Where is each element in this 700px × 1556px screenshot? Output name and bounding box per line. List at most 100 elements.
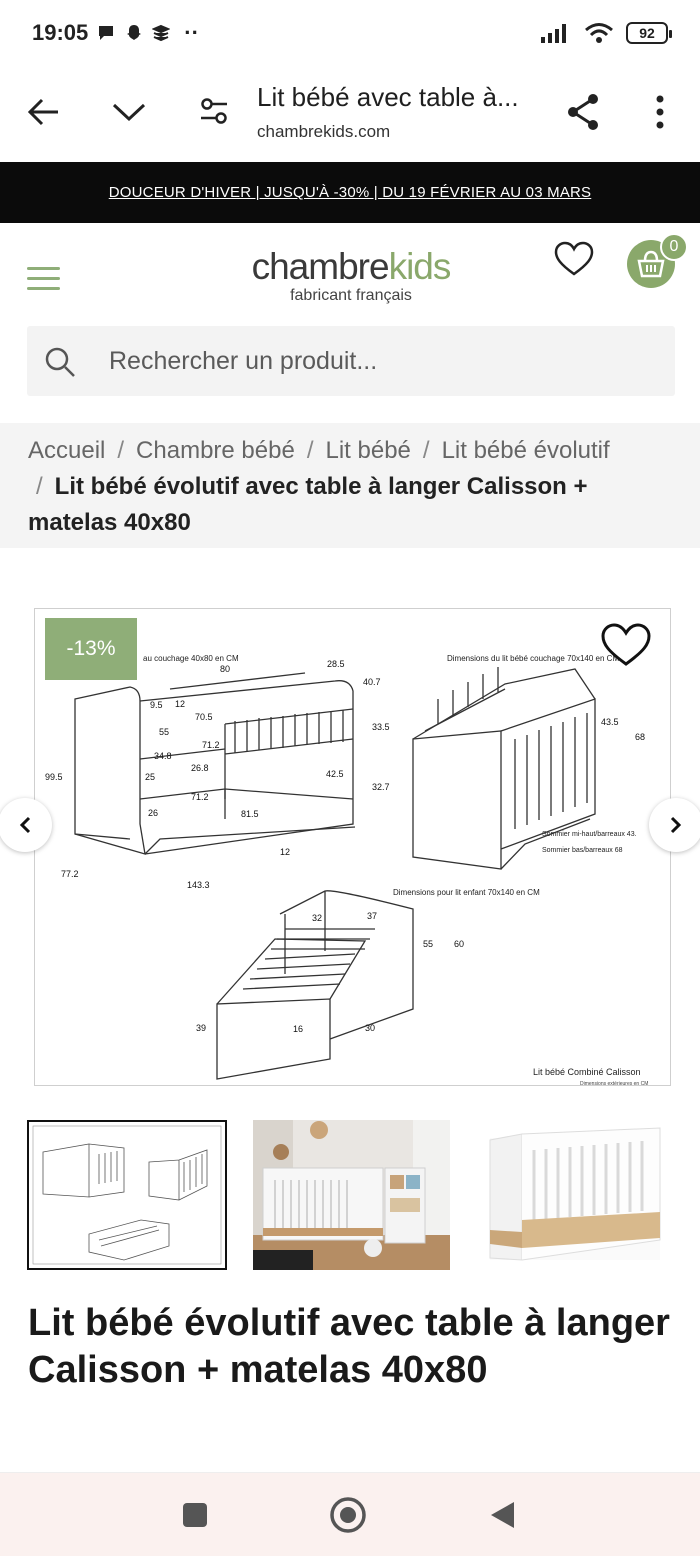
battery-level: 92 — [639, 25, 655, 41]
measure-26: 60 — [454, 939, 464, 949]
site-logo[interactable]: chambrekids fabricant français — [246, 247, 456, 305]
heart-icon — [601, 623, 651, 666]
breadcrumb-item-lit-evolutif[interactable]: Lit bébé évolutif — [441, 437, 610, 464]
measure-9: 26.8 — [191, 763, 209, 773]
label-footer-sub: Dimensions extérieures en CM — [580, 1081, 648, 1087]
site-settings-button[interactable] — [197, 94, 231, 128]
breadcrumb-item-chambre-bebe[interactable]: Chambre bébé — [136, 437, 295, 464]
page-title[interactable]: Lit bébé avec table à... — [257, 82, 519, 112]
breadcrumb-separator: / — [117, 437, 125, 464]
measure-labels: 80 28.5 40.7 9.5 12 70.5 55 71.2 34.8 26… — [45, 659, 645, 1034]
square-icon — [183, 1503, 207, 1527]
cart-button[interactable] — [627, 240, 675, 288]
image-wishlist-button[interactable] — [600, 622, 652, 670]
battery-icon: 92 — [626, 22, 672, 44]
notification-icons: ·· — [96, 20, 199, 46]
more-vertical-icon — [656, 95, 664, 129]
product-main-image[interactable]: au couchage 40x80 en CM Dimensions du li… — [34, 608, 671, 1087]
label-dims-enfant: Dimensions pour lit enfant 70x140 en CM — [393, 888, 540, 897]
breadcrumb-item-home[interactable]: Accueil — [28, 437, 106, 464]
measure-21: 43.5 — [601, 717, 619, 727]
measure-14: 99.5 — [45, 772, 63, 782]
measure-11: 33.5 — [372, 722, 390, 732]
measure-5: 70.5 — [195, 712, 213, 722]
circle-home-icon — [330, 1497, 366, 1533]
measure-0: 80 — [220, 664, 230, 674]
collapse-button[interactable] — [110, 96, 148, 128]
triangle-back-icon — [491, 1502, 514, 1528]
discount-badge: -13% — [45, 618, 137, 680]
cart-count-badge: 0 — [660, 233, 688, 261]
thumbnail-dimensions[interactable] — [27, 1120, 227, 1270]
recents-button[interactable] — [175, 1495, 215, 1535]
measure-2: 40.7 — [363, 677, 381, 687]
status-right: 92 — [540, 22, 672, 44]
measure-17: 81.5 — [241, 809, 259, 819]
measure-16: 26 — [148, 808, 158, 818]
measure-23: 32 — [312, 913, 322, 923]
measure-24: 37 — [367, 911, 377, 921]
measure-19: 77.2 — [61, 869, 79, 879]
layers-icon — [152, 24, 171, 42]
wishlist-button[interactable] — [554, 241, 594, 279]
signal-icon — [541, 24, 566, 43]
measure-7: 71.2 — [202, 740, 220, 750]
measure-15: 71.2 — [191, 792, 209, 802]
search-input[interactable] — [109, 326, 659, 396]
menu-button[interactable] — [27, 267, 60, 291]
share-button[interactable] — [563, 92, 603, 132]
measure-3: 9.5 — [150, 700, 163, 710]
back-button[interactable] — [26, 94, 62, 130]
measure-20: 143.3 — [187, 880, 210, 890]
hamburger-icon-bar — [27, 277, 60, 280]
logo-main-text: chambre — [251, 246, 390, 287]
promo-banner[interactable]: DOUCEUR D'HIVER | JUSQU'À -30% | DU 19 F… — [0, 162, 700, 223]
promo-text[interactable]: DOUCEUR D'HIVER | JUSQU'À -30% | DU 19 F… — [108, 184, 592, 201]
breadcrumb-current: Lit bébé évolutif avec table à langer Ca… — [28, 473, 588, 536]
tune-icon — [201, 98, 227, 124]
chat-bubble-icon — [99, 26, 114, 40]
measure-25: 55 — [423, 939, 433, 949]
label-sommier-mi: Sommier mi-haut/barreaux 43. — [542, 831, 637, 838]
child-bed-drawing — [216, 890, 414, 1080]
dimension-drawing: au couchage 40x80 en CM Dimensions du li… — [45, 654, 648, 1087]
thumbnail-dimensions-image — [32, 1125, 222, 1265]
thumbnail-crib-photo[interactable] — [482, 1120, 666, 1270]
combo-bed-drawing — [74, 672, 356, 855]
measure-8: 34.8 — [154, 751, 172, 761]
chevron-left-icon — [19, 816, 31, 834]
more-options-button[interactable] — [648, 92, 672, 132]
arrow-left-icon — [28, 98, 58, 126]
status-bar: 19:05 ·· 92 — [0, 0, 700, 66]
thumbnail-room-photo[interactable] — [253, 1120, 450, 1270]
measure-18: 12 — [280, 847, 290, 857]
site-header: chambrekids fabricant français 0 — [0, 223, 700, 323]
crib-drawing — [412, 667, 596, 870]
measure-6: 55 — [159, 727, 169, 737]
home-button[interactable] — [328, 1495, 368, 1535]
product-title: Lit bébé évolutif avec table à langer Ca… — [28, 1302, 670, 1391]
label-footer-title: Lit bébé Combiné Calisson — [533, 1067, 641, 1077]
measure-4: 12 — [175, 699, 185, 709]
snapchat-icon — [127, 25, 142, 40]
breadcrumb-item-lit-bebe[interactable]: Lit bébé — [325, 437, 411, 464]
breadcrumb-separator: / — [36, 473, 43, 500]
label-sommier-bas: Sommier bas/barreaux 68 — [542, 847, 623, 854]
hamburger-icon-bar — [27, 287, 60, 290]
basket-icon — [637, 250, 665, 278]
measure-13: 32.7 — [372, 782, 390, 792]
measure-12: 42.5 — [326, 769, 344, 779]
heart-icon — [554, 241, 594, 276]
chevron-down-icon — [112, 103, 146, 122]
measure-10: 25 — [145, 772, 155, 782]
search-icon — [45, 347, 75, 377]
system-nav-bar — [0, 1472, 700, 1556]
back-nav-button[interactable] — [482, 1495, 522, 1535]
measure-1: 28.5 — [327, 659, 345, 669]
logo-wordmark: chambrekids — [246, 247, 456, 287]
gallery-prev-button[interactable] — [0, 798, 52, 852]
gallery-next-button[interactable] — [649, 798, 700, 852]
page-url[interactable]: chambrekids.com — [257, 122, 391, 141]
hamburger-icon — [27, 267, 60, 270]
breadcrumb: Accueil/Chambre bébé/Lit bébé/Lit bébé é… — [0, 423, 700, 548]
